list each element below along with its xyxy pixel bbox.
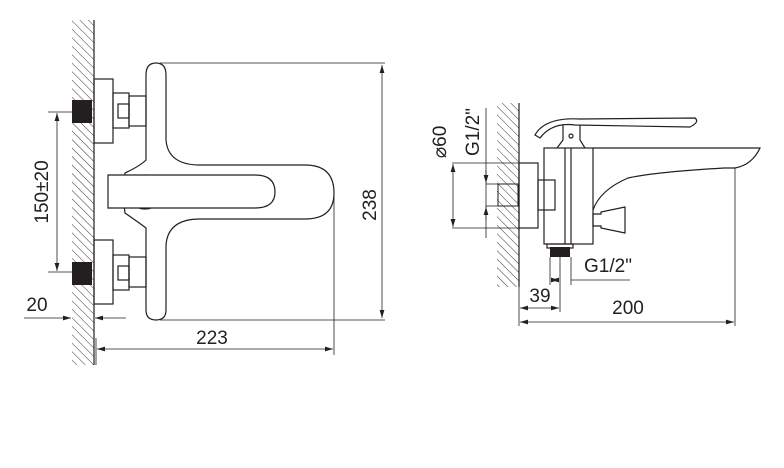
diverter-knob [592,206,626,234]
valve-body [537,147,594,245]
eccentric-bottom [93,239,147,305]
wall-hatch [72,20,94,365]
front-view: 238 223 150±20 20 [24,20,385,365]
eccentric-top [93,78,147,144]
dim-inlet-thread: G1/2" [463,108,484,156]
inlet-thread-top [72,100,92,123]
dim-diameter: ⌀60 [430,126,451,159]
lever-handle [107,174,276,209]
side-view: ⌀60 G1/2" G1/2" 39 200 [430,103,761,326]
dim-outlet-offset: 39 [529,286,550,307]
inlet-thread-bottom [72,262,92,285]
dim-spacing: 150±20 [32,160,53,223]
dim-wall-offset: 20 [26,295,47,316]
lever-side [534,117,698,139]
mixer-body [122,62,335,321]
dim-projection: 223 [196,328,228,349]
outlet-thread [550,247,570,257]
spout [592,147,761,211]
lever-stem [556,125,586,149]
dim-depth: 200 [612,298,644,319]
lever-pin [568,133,574,139]
dim-outlet-thread: G1/2" [584,256,632,277]
cover-flange [518,162,539,229]
dim-height: 238 [360,189,381,221]
